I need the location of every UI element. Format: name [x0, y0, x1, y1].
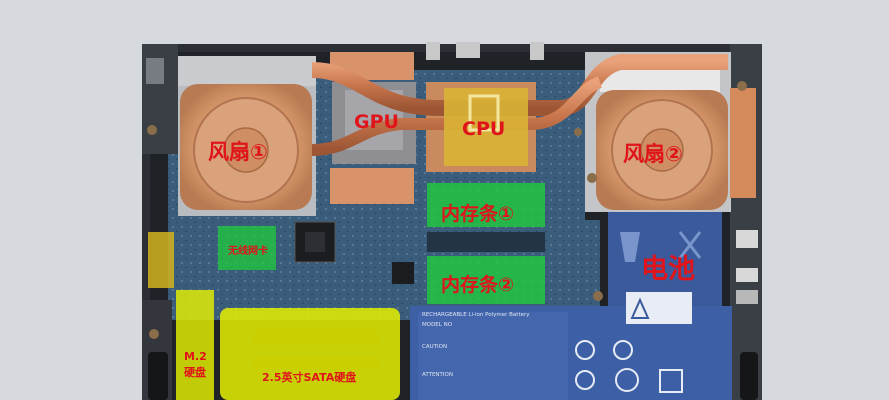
m2-label-line2: 硬盘 [184, 366, 206, 379]
fan1-label: 风扇① [208, 140, 268, 164]
ram1-highlight [427, 183, 545, 227]
wifi-label: 无线网卡 [228, 246, 268, 257]
battery-label-model: MODEL NO [422, 322, 453, 328]
battery-label-line1: RECHARGEABLE Li-ion Polymer Battery [422, 312, 530, 318]
battery-label-caution: CAUTION [422, 344, 448, 350]
m2-highlight [176, 290, 214, 400]
sata-label: 2.5英寸SATA硬盘 [262, 371, 357, 384]
fan2-label: 风扇② [623, 142, 683, 166]
battery-label-attention: ATTENTION [422, 372, 453, 378]
cpu-highlight [444, 88, 528, 166]
wifi-highlight [218, 226, 276, 270]
ram1-label: 内存条① [441, 203, 515, 225]
ram2-label: 内存条② [441, 274, 515, 296]
gpu-label: GPU [354, 111, 399, 133]
ram2-highlight [427, 256, 545, 304]
sata-highlight [220, 308, 400, 400]
m2-label-line1: M.2 [184, 350, 207, 363]
battery-label: 电池 [641, 254, 695, 285]
cpu-label: CPU [462, 118, 506, 140]
